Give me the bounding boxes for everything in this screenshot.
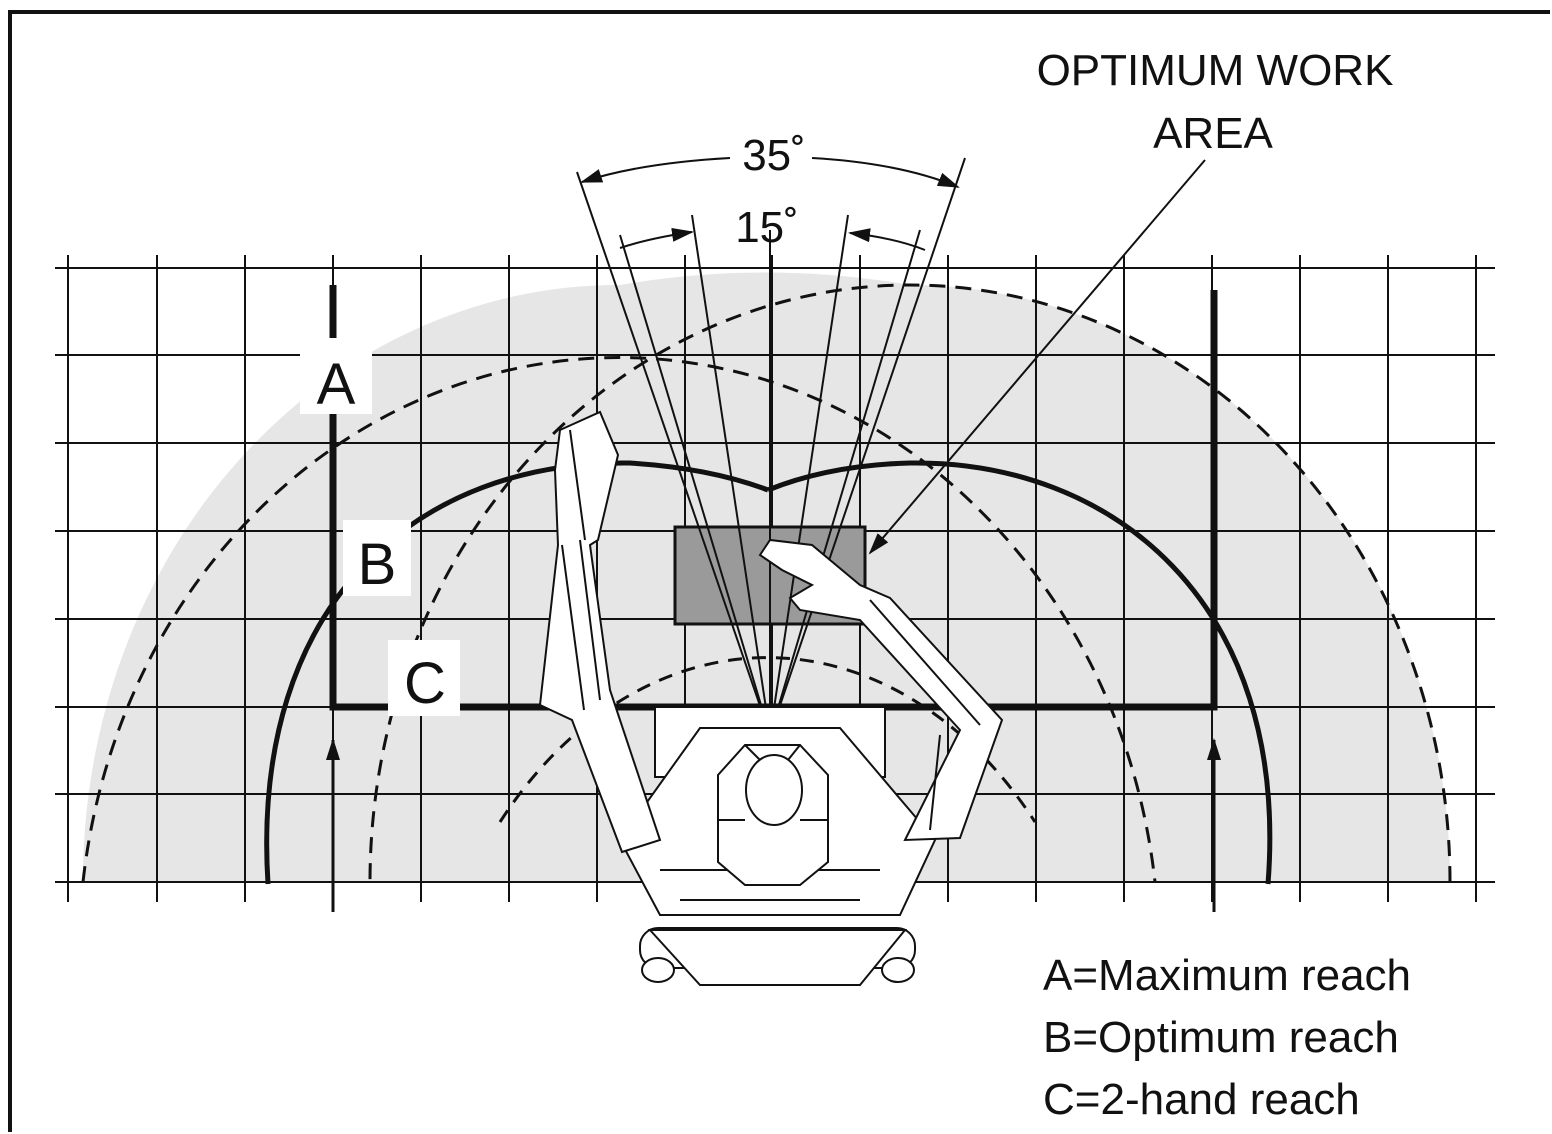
angle-35-label: 35˚ [742, 131, 806, 180]
callout-title-line2: AREA [1153, 109, 1273, 158]
svg-text:B: B [358, 532, 397, 597]
zone-label-a: A [300, 338, 372, 417]
edge-arrows [326, 738, 1221, 912]
callout-title-line1: OPTIMUM WORK [1037, 46, 1394, 95]
angle-arc-15 [619, 227, 926, 251]
optimum-reach-arcs [264, 460, 1273, 885]
legend-item-a: A=Maximum reach [1043, 951, 1411, 1000]
zone-label-c: C [388, 640, 460, 716]
legend-item-c: C=2-hand reach [1043, 1075, 1360, 1124]
zone-label-b: B [343, 520, 411, 597]
maximum-reach-arcs [81, 283, 1452, 883]
svg-text:C: C [404, 651, 446, 716]
angle-15-label: 15˚ [735, 203, 799, 252]
callout-leader [868, 159, 1206, 555]
svg-text:A: A [317, 352, 356, 417]
angle-arc-35 [580, 157, 960, 188]
legend: A=Maximum reach B=Optimum reach C=2-hand… [1043, 951, 1411, 1124]
viewing-angle-lines [576, 157, 966, 736]
seated-worker-figure [538, 410, 1004, 986]
legend-item-b: B=Optimum reach [1043, 1013, 1399, 1062]
diagram-frame [8, 10, 1550, 1132]
two-hand-reach-arcs [498, 656, 1037, 823]
